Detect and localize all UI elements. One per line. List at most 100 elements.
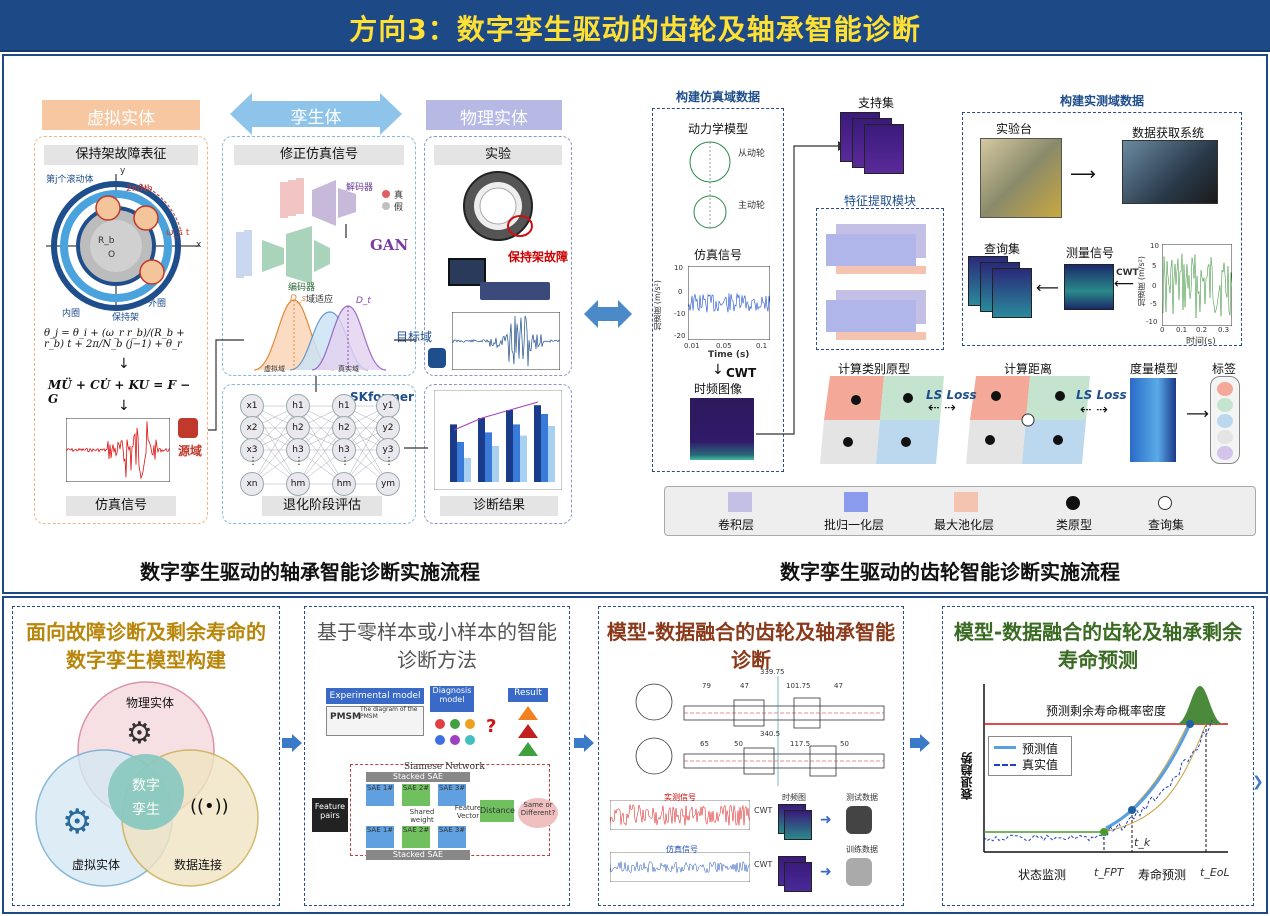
label-rb: R_b [98,236,115,246]
sim-domain-title: 构建仿真域数据 [675,90,760,104]
label-cage: 保持架 [112,313,140,323]
rul-chart [983,684,1228,853]
meas-x-tick-3: 0.3 [1218,326,1230,334]
node-h-ellipsis: ⋮ [294,456,304,467]
tf-image-label: 时频图像 [693,382,742,396]
physical-column-bottom [424,384,572,524]
left-caption: 数字孪生驱动的轴承智能诊断实施流程 [140,560,480,584]
driven-gear-label: 从动轮 [738,149,766,159]
gan-label: GAN [370,236,409,254]
legend-pool-label: 最大池化层 [934,518,995,532]
dim-47a: 47 [740,682,749,690]
real-domain-title: 构建实测域数据 [1059,94,1144,108]
feature-vector-label: Feature Vector [454,804,482,820]
sim-domain-box [652,108,784,472]
label-theta: 2π/Nb [126,184,153,194]
twin-bottom-label: 退化阶段评估 [262,496,382,516]
sim-y-label: 加速度 (m/s²) [653,280,662,331]
legend-conv-label: 卷积层 [718,518,755,532]
ds-label: D_s [290,294,307,304]
driving-gear-label: 主动轮 [738,201,766,211]
label-omega: ω_c t [166,228,190,238]
arrow-down-2: ↓ [118,398,130,414]
sae-2-top: SAE 2# [402,784,430,806]
virtual-bottom-label: 仿真信号 [66,496,176,516]
dynamics-label: 动力学模型 [687,122,748,136]
node-h1: h1 [286,394,310,418]
cwt-arrow-2: ⟵ [1114,276,1135,292]
label-y-axis: y [120,166,126,176]
twin-arrow-banner [230,93,402,135]
tags-label: 标签 [1212,362,1237,376]
legend-query-dot [1158,496,1172,510]
mmd-label: 域适应 [306,295,334,305]
meas-x-tick-1: 0.1 [1176,326,1188,334]
node-h2: h2 [286,416,310,440]
arrow-down-1: ↓ [118,356,130,372]
metric-to-tag-arrow: ⟶ [1186,404,1209,423]
test-db-icon [846,806,872,834]
node-y2: y2 [376,416,400,440]
sim-y-tick-0: 10 [674,264,683,272]
shared-weight-label: Shared weight [409,808,435,824]
bottom-panel-4 [942,606,1254,906]
venn-data-label: 数据连接 [174,858,223,872]
twin-label: 孪生体 [290,108,342,128]
rul-x-predict: 寿命预测 [1138,868,1187,882]
test-data-label: 测试数据 [846,793,878,802]
physical-column-top [424,136,572,376]
cwt-label-2: CWT [1116,268,1139,278]
tf-image [690,398,754,460]
dim-339: 339.75 [760,668,785,676]
sim-x-label: Time (s) [708,350,750,360]
stacked-sae-top: Stacked SAE [366,772,470,782]
encoder-label: 编码器 [288,283,316,293]
tf-image-label-b: 时频图 [782,793,806,802]
cage-fault-label: 保持架故障 [508,250,569,264]
node-h3: h3 [286,438,310,462]
rul-ylabel: 衰退趋势 [960,752,974,800]
p3-arrow-2: ➜ [820,864,832,880]
bench-to-daq-arrow: ⟶ [1070,164,1096,185]
bearing-diagram [46,174,200,311]
panel1-title: 面向故障诊断及剩余寿命的数字孪生模型构建 [26,620,266,672]
node-hm: hm [286,472,310,496]
node-x2: x2 [240,416,264,440]
venn-diagram [35,681,259,887]
query-image-3 [992,268,1032,318]
t-fpt-label: t_FPT [1094,866,1124,879]
node-xn: xn [240,472,264,496]
bottom-arrow-1 [282,734,302,752]
panel4-title: 模型-数据融合的齿轮及轴承剩余寿命预测 [953,620,1243,672]
wifi-icon: ((•)) [190,796,229,817]
sae-2-bottom: SAE 2# [402,826,430,848]
node-y1: y1 [376,394,400,418]
sim-x-tick-0: 0.01 [684,342,700,350]
feature-module-box [816,208,944,350]
bottom-panel-1 [12,606,280,906]
physical-section-title: 实验 [434,145,562,165]
t-eol-label: t_EoL [1200,866,1230,879]
dim-117: 117.5 [790,740,811,748]
dim-101: 101.75 [786,682,811,690]
node-y3: y3 [376,438,400,462]
header-bar [0,0,1270,52]
tf-stack-4 [784,862,812,892]
support-image-3 [864,124,904,174]
density-label: 预测剩余寿命概率密度 [1046,704,1167,718]
real-label: 真 [394,191,404,201]
rul-legend-box [988,736,1072,776]
dim-65: 65 [700,740,709,748]
legend-bn-swatch [844,492,868,512]
support-set-label: 支持集 [857,96,894,110]
source-domain-label: 源域 [178,444,203,458]
cwt-label-b2: CWT [754,860,773,869]
node-x-ellipsis: ⋮ [248,456,258,467]
meas-y-tick-0: 10 [1150,242,1159,250]
meas-y-tick-2: 0 [1152,282,1157,290]
dim-50b: 50 [840,740,849,748]
ls-loss-2: LS Loss [1076,388,1127,402]
center-double-arrow [584,300,632,328]
measured-signal-label-b: 实测信号 [664,793,696,802]
bearing-photo [463,171,533,241]
